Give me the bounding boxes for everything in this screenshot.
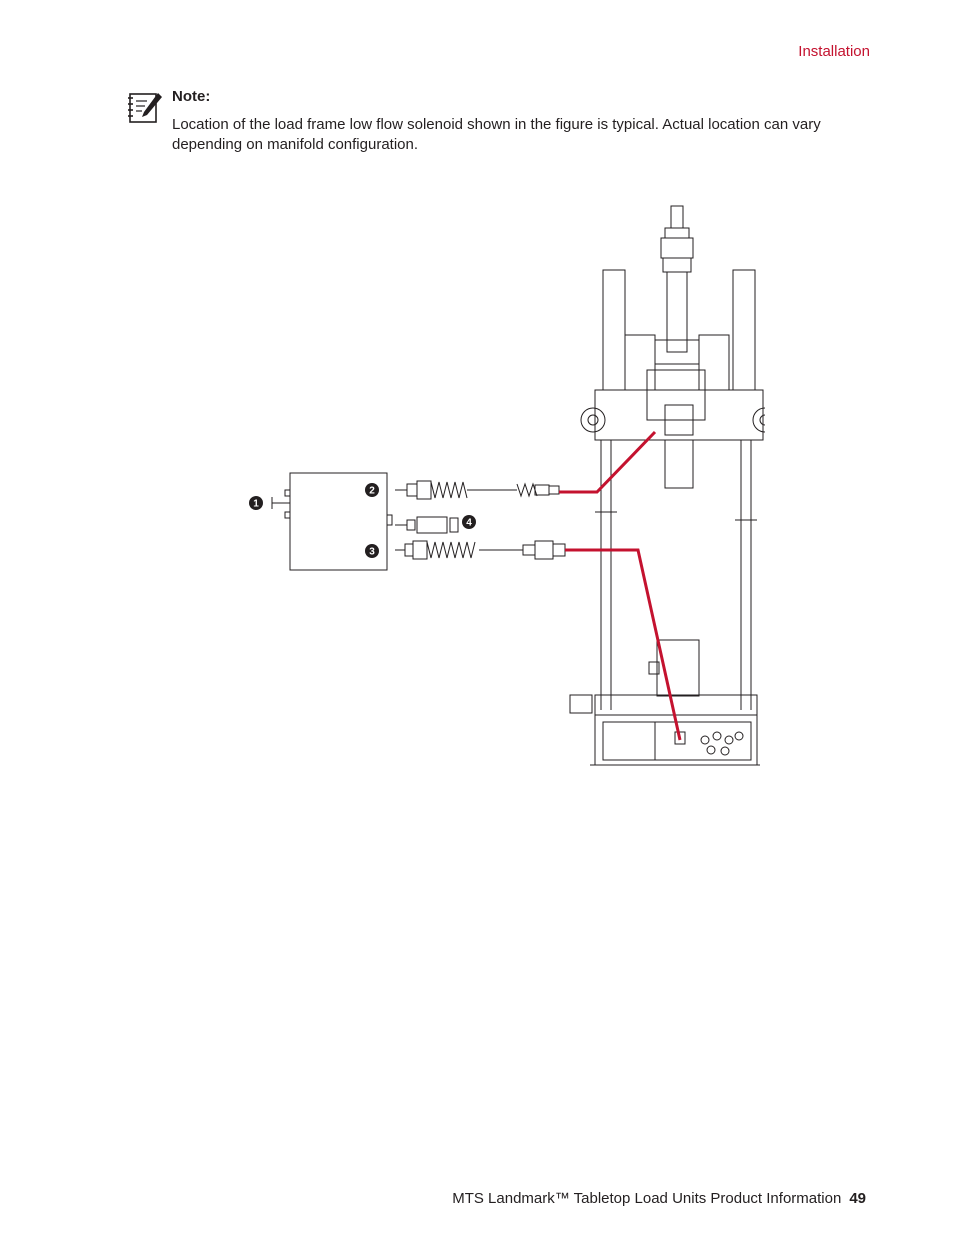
callout-4: 4 (462, 515, 476, 529)
cable-3 (395, 540, 566, 560)
svg-text:1: 1 (253, 499, 259, 510)
note-label: Note: (172, 88, 211, 105)
load-frame-diagram: 1 2 3 4 (245, 200, 778, 775)
footer: MTS Landmark™ Tabletop Load Units Produc… (452, 1190, 866, 1207)
svg-text:4: 4 (466, 518, 472, 529)
footer-title: MTS Landmark™ Tabletop Load Units Produc… (452, 1190, 842, 1207)
load-frame (569, 205, 778, 766)
svg-text:2: 2 (369, 486, 375, 497)
cable-2 (395, 480, 560, 500)
page-number: 49 (849, 1190, 866, 1207)
svg-text:3: 3 (369, 547, 375, 558)
route-line-solenoid (559, 430, 657, 494)
route-line-base (565, 548, 682, 741)
callout-2: 2 (365, 483, 379, 497)
connector-4 (395, 516, 459, 534)
callout-3: 3 (365, 544, 379, 558)
note-text: Location of the load frame low flow sole… (172, 116, 821, 153)
note-pencil-icon (127, 89, 163, 125)
callout-1: 1 (249, 496, 263, 510)
header-section-title: Installation (798, 43, 870, 60)
